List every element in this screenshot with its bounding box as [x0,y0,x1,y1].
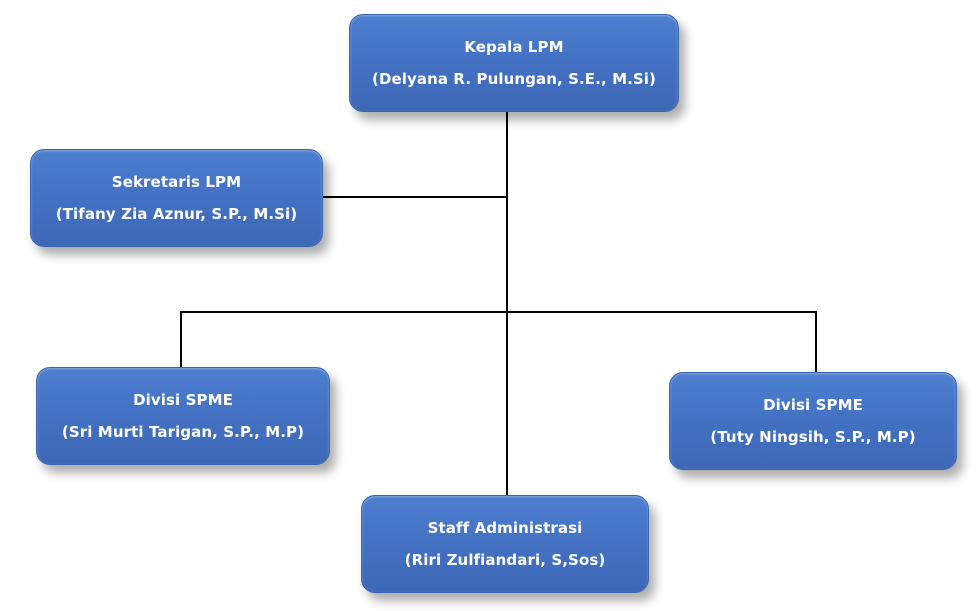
node-staff-administrasi-title: Staff Administrasi [427,519,583,537]
node-divisi-spme-right: Divisi SPME (Tuty Ningsih, S.P., M.P) [669,372,957,470]
node-kepala-lpm-name: (Delyana R. Pulungan, S.E., M.Si) [371,70,656,88]
node-divisi-spme-right-name: (Tuty Ningsih, S.P., M.P) [710,428,916,446]
node-divisi-spme-left-title: Divisi SPME [133,391,233,409]
node-staff-administrasi-name: (Riri Zulfiandari, S,Sos) [404,551,606,569]
node-divisi-spme-right-title: Divisi SPME [763,396,863,414]
node-sekretaris-lpm: Sekretaris LPM (Tifany Zia Aznur, S.P., … [30,149,323,247]
node-sekretaris-lpm-title: Sekretaris LPM [111,173,242,191]
node-divisi-spme-left-name: (Sri Murti Tarigan, S.P., M.P) [61,423,305,441]
node-kepala-lpm: Kepala LPM (Delyana R. Pulungan, S.E., M… [349,14,679,112]
node-sekretaris-lpm-name: (Tifany Zia Aznur, S.P., M.Si) [55,205,298,223]
node-staff-administrasi: Staff Administrasi (Riri Zulfiandari, S,… [361,495,649,593]
node-kepala-lpm-title: Kepala LPM [464,38,564,56]
node-divisi-spme-left: Divisi SPME (Sri Murti Tarigan, S.P., M.… [36,367,330,465]
